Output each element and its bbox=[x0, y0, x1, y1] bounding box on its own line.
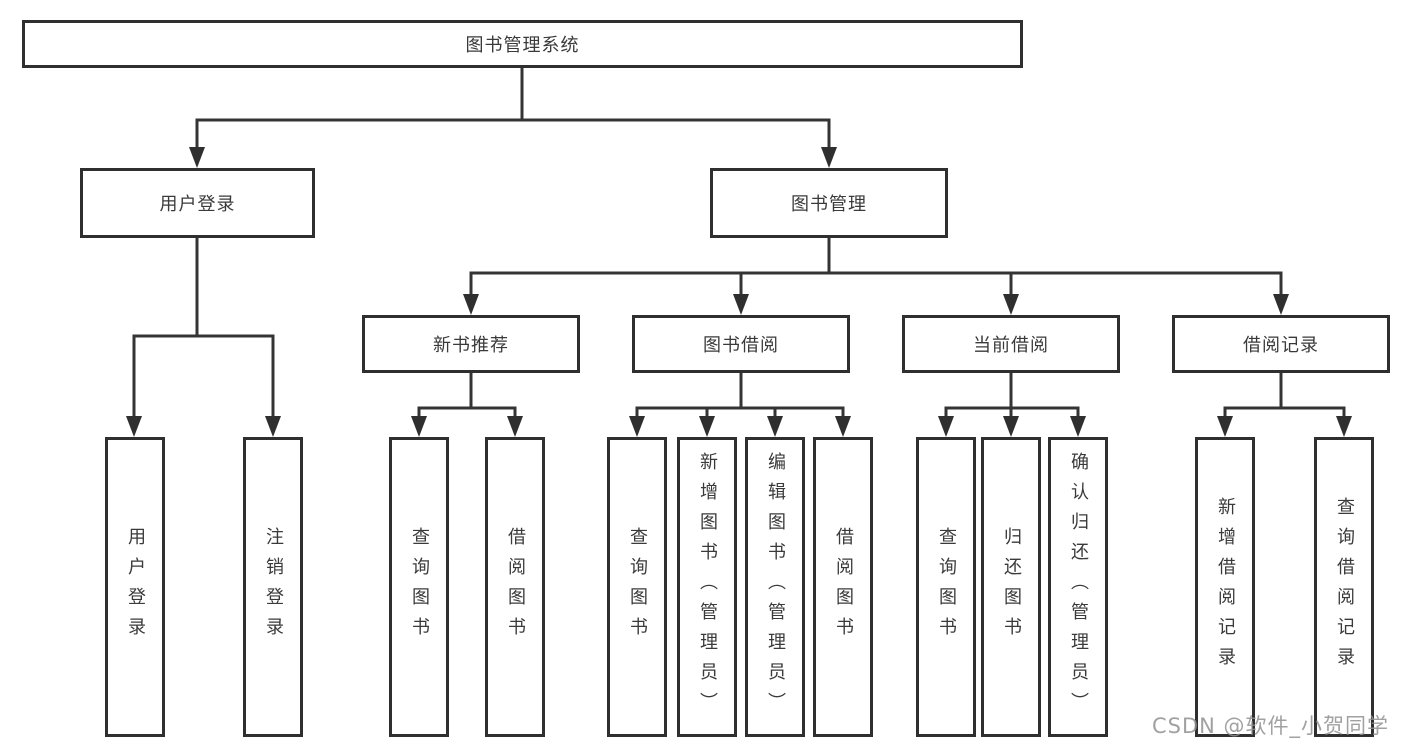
node-book-borrowing: 图书借阅 bbox=[632, 315, 850, 373]
node-label: 查询图书 bbox=[409, 527, 430, 647]
arrowhead-icon bbox=[821, 147, 837, 168]
arrowhead-icon bbox=[835, 416, 851, 437]
node-label: 查询借阅记录 bbox=[1334, 497, 1355, 677]
node-label: 当前借阅 bbox=[973, 335, 1049, 356]
leaf-confirm-return-admin: 确认归还（管理员） bbox=[1048, 437, 1108, 737]
node-label: 图书借阅 bbox=[703, 335, 779, 356]
leaf-add-book-admin: 新增图书（管理员） bbox=[677, 437, 737, 737]
arrowhead-icon bbox=[1336, 416, 1352, 437]
arrowhead-icon bbox=[126, 416, 142, 437]
arrowhead-icon bbox=[733, 294, 749, 315]
leaf-user-login: 用户登录 bbox=[105, 437, 165, 737]
node-label: 查询图书 bbox=[627, 527, 648, 647]
node-current-borrowing: 当前借阅 bbox=[902, 315, 1120, 373]
leaf-query-books-current: 查询图书 bbox=[916, 437, 976, 737]
arrowhead-icon bbox=[463, 294, 479, 315]
arrowhead-icon bbox=[411, 416, 427, 437]
arrowhead-icon bbox=[1003, 416, 1019, 437]
node-label: 归还图书 bbox=[1001, 527, 1022, 647]
node-label: 新书推荐 bbox=[433, 335, 509, 356]
arrowhead-icon bbox=[1003, 294, 1019, 315]
leaf-query-borrowing-record: 查询借阅记录 bbox=[1314, 437, 1374, 737]
arrowhead-icon bbox=[938, 416, 954, 437]
leaf-borrow-books-recommend: 借阅图书 bbox=[485, 437, 545, 737]
arrowhead-icon bbox=[189, 147, 205, 168]
leaf-edit-book-admin: 编辑图书（管理员） bbox=[745, 437, 805, 737]
node-label: 图书管理系统 bbox=[465, 35, 580, 56]
node-label: 确认归还（管理员） bbox=[1068, 452, 1089, 722]
node-user-login: 用户登录 bbox=[80, 168, 315, 238]
arrowhead-icon bbox=[699, 416, 715, 437]
node-label: 编辑图书（管理员） bbox=[765, 452, 786, 722]
leaf-query-books-recommend: 查询图书 bbox=[389, 437, 449, 737]
csdn-watermark: CSDN @软件_小贺同学 bbox=[1152, 714, 1390, 738]
node-label: 用户登录 bbox=[159, 194, 236, 215]
arrowhead-icon bbox=[507, 416, 523, 437]
node-library-management-system: 图书管理系统 bbox=[22, 20, 1023, 68]
node-label: 新增借阅记录 bbox=[1215, 497, 1236, 677]
node-book-management: 图书管理 bbox=[710, 168, 948, 238]
node-label: 借阅记录 bbox=[1243, 335, 1319, 356]
node-label: 注销登录 bbox=[263, 527, 284, 647]
node-label: 用户登录 bbox=[125, 527, 146, 647]
leaf-logout: 注销登录 bbox=[243, 437, 303, 737]
arrowhead-icon bbox=[629, 416, 645, 437]
leaf-return-books: 归还图书 bbox=[981, 437, 1041, 737]
node-label: 新增图书（管理员） bbox=[697, 452, 718, 722]
node-label: 查询图书 bbox=[936, 527, 957, 647]
arrowhead-icon bbox=[265, 416, 281, 437]
node-borrowing-records: 借阅记录 bbox=[1172, 315, 1390, 373]
leaf-add-borrowing-record: 新增借阅记录 bbox=[1195, 437, 1255, 737]
arrowhead-icon bbox=[1273, 294, 1289, 315]
node-label: 借阅图书 bbox=[505, 527, 526, 647]
node-label: 图书管理 bbox=[791, 194, 867, 215]
arrowhead-icon bbox=[1217, 416, 1233, 437]
node-new-book-recommendation: 新书推荐 bbox=[362, 315, 580, 373]
leaf-query-books-borrowing: 查询图书 bbox=[607, 437, 667, 737]
arrowhead-icon bbox=[1070, 416, 1086, 437]
leaf-borrow-books: 借阅图书 bbox=[813, 437, 873, 737]
arrowhead-icon bbox=[767, 416, 783, 437]
node-label: 借阅图书 bbox=[833, 527, 854, 647]
